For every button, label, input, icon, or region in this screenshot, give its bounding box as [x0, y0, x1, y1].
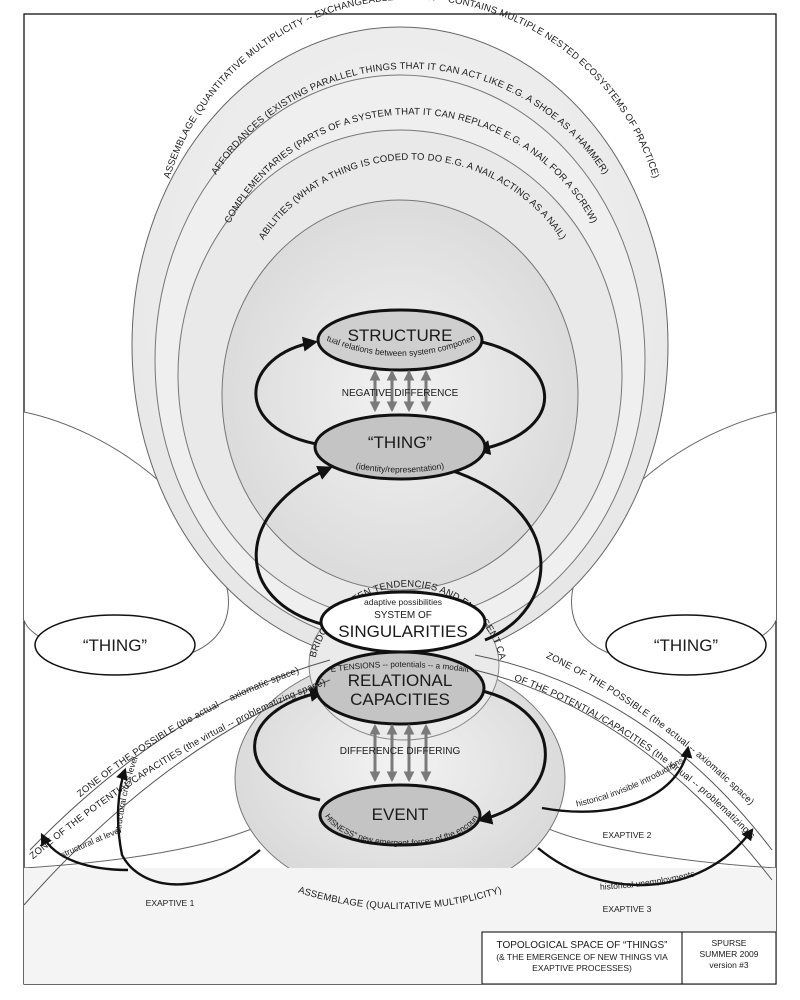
legend-subtitle-2: EXAPTIVE PROCESSES) [532, 963, 632, 973]
event-node [318, 783, 482, 847]
loop-middle-left [254, 466, 333, 627]
singularities-label: SINGULARITIES [338, 622, 467, 641]
loop-middle-right [449, 468, 543, 642]
legend-box: TOPOLOGICAL SPACE OF “THINGS” (& THE EME… [481, 931, 777, 985]
legend-credit-3: version #3 [709, 960, 748, 970]
loop-structure-right [471, 338, 547, 455]
structure-node [316, 308, 484, 372]
difference-differing-label: DIFFERENCE DIFFERING [340, 746, 461, 757]
loop-event-left [253, 687, 325, 802]
exaptive-3-path [537, 828, 754, 887]
structure-label: STRUCTURE [348, 326, 453, 345]
difference-differing-arrows [369, 723, 432, 783]
exaptive-2-label: EXAPTIVE 2 [603, 830, 652, 840]
loop-event-right [477, 688, 547, 825]
thing-right-node [605, 614, 767, 676]
zone-possible-right-line [474, 654, 773, 851]
relational-capacities-node [314, 650, 486, 726]
thing-center-label: “THING” [368, 433, 433, 452]
adaptive-possibilities-label: adaptive possibilities [364, 597, 442, 607]
thing-left-label: “THING” [83, 636, 148, 655]
legend-title: TOPOLOGICAL SPACE OF “THINGS” [497, 940, 668, 951]
zone-potential-right-line [474, 669, 773, 881]
legend-credit-1: SPURSE [712, 938, 747, 948]
zone-possible-left-line [29, 659, 331, 851]
negative-difference-arrows [369, 369, 432, 413]
capacities-label: CAPACITIES [350, 690, 450, 709]
exaptive-2-path [541, 745, 693, 813]
thing-right-label: “THING” [654, 636, 719, 655]
relational-label: RELATIONAL [348, 671, 453, 690]
loop-structure-left [254, 336, 323, 447]
exaptive-1-path-at [40, 832, 129, 872]
system-of-label: SYSTEM OF [374, 610, 432, 621]
event-label: EVENT [372, 805, 429, 824]
exaptive-1-label: EXAPTIVE 1 [146, 898, 195, 908]
exaptive-1-path-cross [116, 767, 261, 886]
negative-difference-label: NEGATIVE DIFFERENCE [342, 388, 459, 399]
legend-credit-2: SUMMER 2009 [699, 949, 758, 959]
thing-left-node [34, 614, 196, 676]
thing-center-sub-label: (identity/representation) [355, 460, 445, 474]
thing-center-node [313, 413, 487, 481]
exaptive-3-label: EXAPTIVE 3 [603, 904, 652, 914]
zone-potential-left-line [23, 679, 331, 906]
legend-subtitle-1: (& THE EMERGENCE OF NEW THINGS VIA [496, 952, 668, 962]
